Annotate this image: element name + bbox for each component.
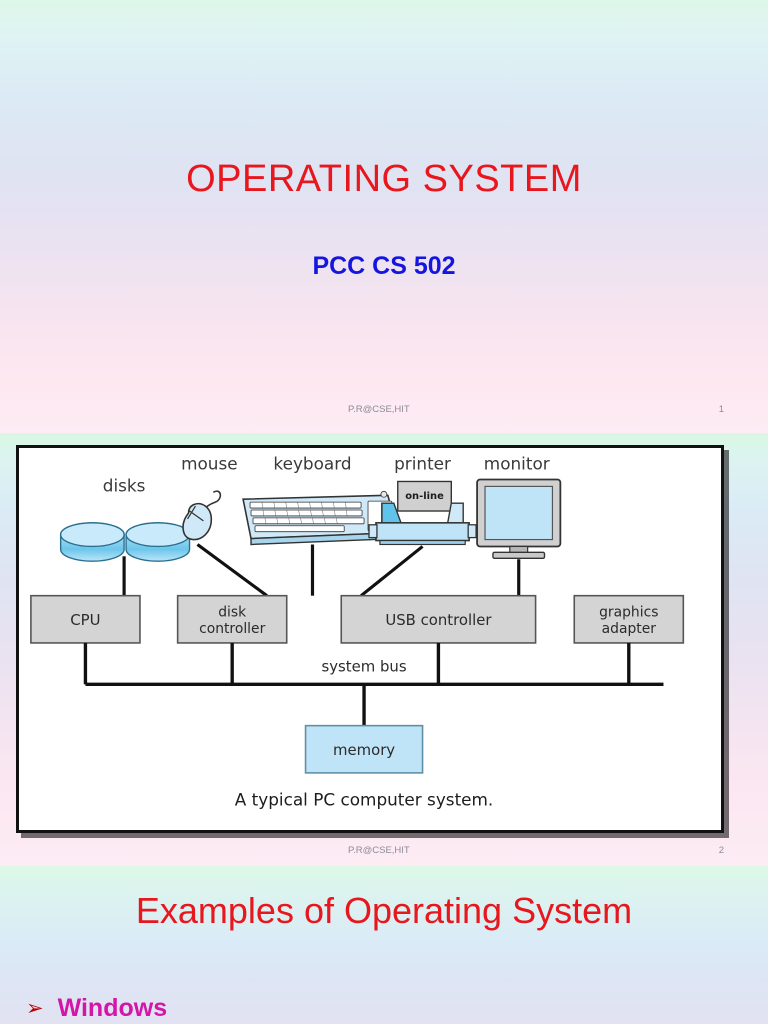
label-printer: printer <box>394 454 451 474</box>
system-bus-lines <box>83 642 664 726</box>
footer-author: P.R@CSE,HIT <box>348 404 410 415</box>
slide-1-footer: P.R@CSE,HIT 1 <box>0 404 768 422</box>
monitor-icon <box>476 478 562 559</box>
svg-text:adapter: adapter <box>602 621 657 637</box>
slide-2-footer: P.R@CSE,HIT 2 <box>0 845 768 863</box>
label-disks: disks <box>103 475 146 495</box>
svg-text:controller: controller <box>199 621 266 637</box>
disk-controller-box: disk controller <box>176 594 288 644</box>
list-item: ➢ Windows <box>26 994 167 1023</box>
printer-icon: on-line <box>368 480 477 546</box>
usb-controller-box: USB controller <box>340 594 537 644</box>
label-mouse: mouse <box>181 454 238 474</box>
svg-text:USB controller: USB controller <box>385 612 492 629</box>
svg-text:CPU: CPU <box>70 612 100 629</box>
slide-3: Examples of Operating System ➢ Windows <box>0 866 768 1024</box>
mouse-icon <box>182 490 222 541</box>
pc-architecture-diagram: disks mouse keyboard printer monitor <box>16 445 724 833</box>
slide-2: disks mouse keyboard printer monitor <box>0 433 768 866</box>
slide-1-subtitle: PCC CS 502 <box>312 252 456 280</box>
controller-boxes: CPU disk controller USB controller graph… <box>30 594 685 644</box>
device-connector-lines <box>122 543 521 597</box>
graphics-adapter-box: graphics adapter <box>573 594 685 644</box>
label-keyboard: keyboard <box>273 454 351 474</box>
svg-text:disk: disk <box>218 604 246 620</box>
pc-architecture-svg: disks mouse keyboard printer monitor <box>30 454 685 809</box>
printer-online-badge: on-line <box>405 491 444 502</box>
svg-text:memory: memory <box>333 742 395 759</box>
svg-text:graphics: graphics <box>599 604 658 620</box>
bullet-label-windows: Windows <box>57 994 168 1022</box>
arrow-bullet-icon: ➢ <box>26 997 44 1020</box>
footer-page-number: 2 <box>718 845 724 856</box>
memory-box: memory <box>304 724 424 774</box>
footer-author: P.R@CSE,HIT <box>348 845 410 856</box>
label-monitor: monitor <box>484 454 550 474</box>
disks-icon <box>59 522 191 562</box>
slide-1-title: OPERATING SYSTEM <box>186 158 582 200</box>
footer-page-number: 1 <box>718 404 724 415</box>
slide-1: OPERATING SYSTEM PCC CS 502 P.R@CSE,HIT … <box>0 0 768 433</box>
diagram-caption: A typical PC computer system. <box>235 789 494 809</box>
cpu-box: CPU <box>30 594 141 644</box>
slide-3-title: Examples of Operating System <box>135 890 633 931</box>
label-system-bus: system bus <box>322 659 407 676</box>
